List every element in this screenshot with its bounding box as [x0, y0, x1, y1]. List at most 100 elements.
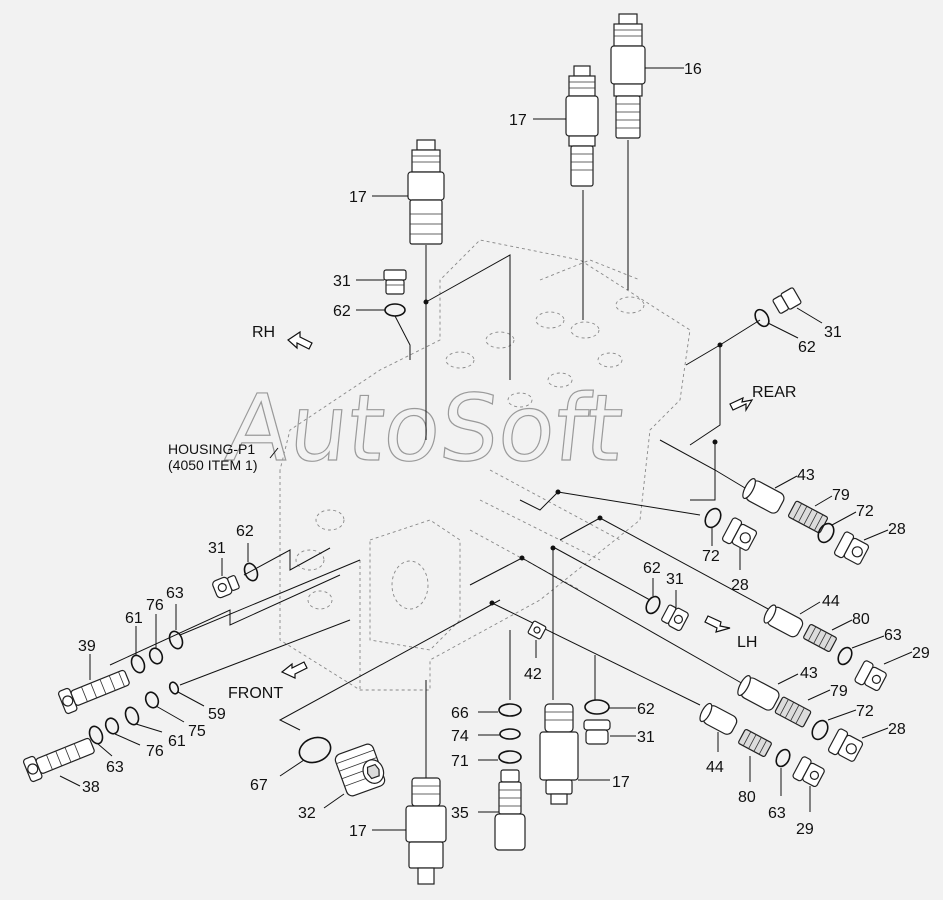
o-ring-66[interactable]: [498, 703, 522, 717]
housing-body: [279, 239, 691, 691]
o-ring-63-left-upper[interactable]: [167, 629, 185, 650]
arrow-rh-icon: [287, 330, 313, 350]
spring-79-lower[interactable]: [774, 696, 812, 728]
spool-44-upper[interactable]: [762, 603, 805, 638]
ring-75[interactable]: [143, 690, 160, 709]
fitting-35[interactable]: [494, 769, 526, 851]
callout: 59: [208, 706, 226, 723]
plug-29-lower[interactable]: [792, 756, 826, 789]
plug-31-lower[interactable]: [583, 719, 611, 745]
callout: 79: [832, 487, 850, 504]
callout: 71: [451, 753, 469, 770]
o-ring-67[interactable]: [296, 733, 334, 766]
o-ring-72-upper-right[interactable]: [815, 521, 837, 545]
ring-59[interactable]: [168, 681, 180, 695]
callout: 44: [706, 759, 724, 776]
spring-80-lower[interactable]: [738, 728, 772, 758]
o-ring-62-right[interactable]: [752, 307, 771, 329]
plug-28-upper-right[interactable]: [833, 531, 871, 567]
o-ring-71[interactable]: [498, 750, 522, 764]
ring-74[interactable]: [499, 728, 521, 740]
direction-rh: RH: [252, 324, 313, 350]
callout: 72: [856, 503, 874, 520]
ring-76-upper[interactable]: [147, 646, 164, 665]
relief-valve-17-bottom[interactable]: [405, 777, 447, 885]
spring-79-upper[interactable]: [787, 500, 829, 534]
callout: 43: [797, 467, 815, 484]
o-ring-63-upper[interactable]: [835, 645, 854, 667]
callout: 35: [451, 805, 469, 822]
plug-31-mid[interactable]: [660, 603, 689, 632]
callout: 62: [643, 560, 661, 577]
callout: 16: [684, 61, 702, 78]
callout: 28: [888, 521, 906, 538]
o-ring-61-upper[interactable]: [129, 653, 147, 674]
callout: 42: [524, 666, 542, 683]
callout: 43: [800, 665, 818, 682]
callout: 61: [125, 610, 143, 627]
o-ring-62-mid[interactable]: [643, 594, 662, 616]
callout: 72: [856, 703, 874, 720]
callout: 39: [78, 638, 96, 655]
relief-valve-17-mid-lower[interactable]: [539, 703, 579, 805]
callout: 38: [82, 779, 100, 796]
relief-valve-17-top[interactable]: [565, 65, 599, 187]
o-ring-72-lower[interactable]: [809, 718, 831, 742]
plug-28-mid[interactable]: [721, 517, 759, 553]
direction-rear: REAR: [729, 384, 796, 413]
spool-39[interactable]: [57, 666, 132, 715]
ring-76-lower[interactable]: [103, 716, 120, 735]
plug-32[interactable]: [334, 742, 389, 798]
callout: 62: [333, 303, 351, 320]
spool-38[interactable]: [22, 734, 97, 783]
arrow-front-icon: [280, 661, 308, 679]
o-ring-63-left-lower[interactable]: [87, 724, 105, 745]
callout: 29: [912, 645, 930, 662]
junction-dots: [423, 299, 723, 606]
spring-80-upper[interactable]: [803, 623, 837, 653]
o-ring-62-left[interactable]: [242, 561, 260, 582]
callout: 63: [884, 627, 902, 644]
callout: 66: [451, 705, 469, 722]
callout: 76: [146, 597, 164, 614]
direction-rh-label: RH: [252, 324, 275, 341]
spool-43-lower[interactable]: [735, 674, 781, 712]
o-ring-62-top[interactable]: [384, 303, 406, 317]
plug-31-top[interactable]: [383, 269, 407, 295]
plug-29-upper[interactable]: [854, 660, 888, 693]
watermark: AutoSoft: [221, 374, 627, 482]
callout: 62: [637, 701, 655, 718]
callout: 31: [208, 540, 226, 557]
relief-valve-16[interactable]: [610, 13, 646, 139]
callout: 76: [146, 743, 164, 760]
callout: 74: [451, 728, 469, 745]
plug-28-lower[interactable]: [827, 728, 865, 764]
callout: 28: [731, 577, 749, 594]
plug-42[interactable]: [527, 620, 547, 640]
callout: 62: [236, 523, 254, 540]
direction-lh-label: LH: [737, 634, 757, 651]
callout: 17: [612, 774, 630, 791]
callout: 17: [349, 189, 367, 206]
housing-label: HOUSING-P1 (4050 ITEM 1): [168, 441, 279, 473]
callout: 67: [250, 777, 268, 794]
plug-31-left[interactable]: [212, 573, 241, 599]
o-ring-61-lower[interactable]: [123, 705, 141, 726]
spool-44-lower[interactable]: [698, 702, 739, 737]
direction-front: FRONT: [228, 661, 308, 702]
callout: 63: [106, 759, 124, 776]
spool-43-upper[interactable]: [740, 477, 786, 515]
callout: 63: [768, 805, 786, 822]
o-ring-62-lower[interactable]: [584, 699, 610, 715]
callout: 17: [349, 823, 367, 840]
relief-valve-17-center[interactable]: [407, 139, 445, 245]
callout: 31: [637, 729, 655, 746]
callout: 29: [796, 821, 814, 838]
o-ring-72-mid[interactable]: [702, 506, 724, 530]
o-ring-63-lower[interactable]: [773, 747, 792, 769]
direction-front-label: FRONT: [228, 685, 283, 702]
plug-31-right[interactable]: [772, 287, 802, 315]
callout: 80: [852, 611, 870, 628]
